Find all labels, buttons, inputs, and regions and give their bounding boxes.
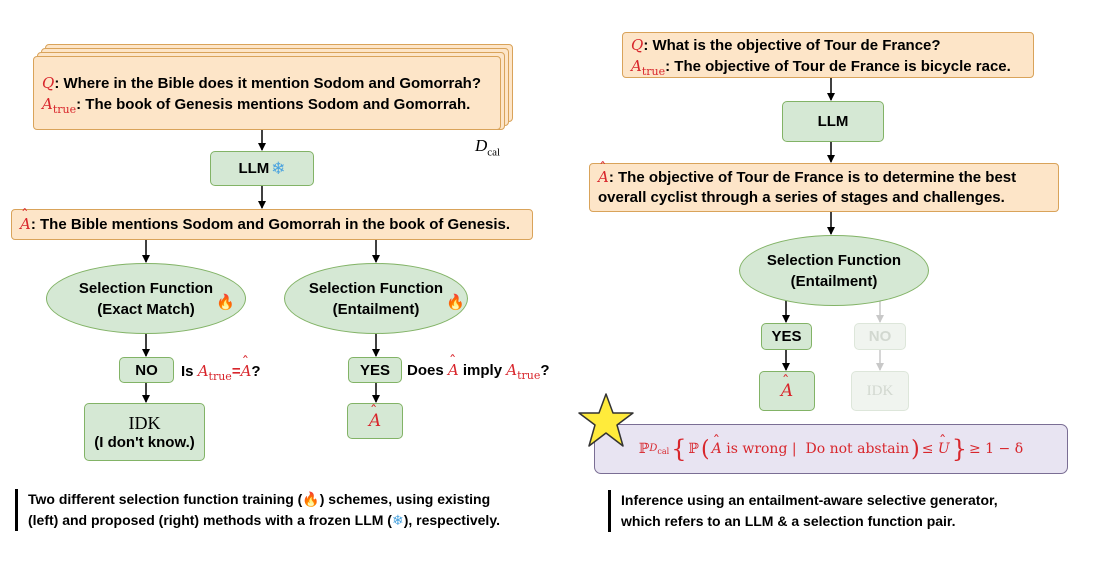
selection-function-entailment-left: Selection Function (Entailment) 🔥 <box>284 263 468 334</box>
generated-answer-box-left: A: The Bible mentions Sodom and Gomorrah… <box>11 205 533 240</box>
sel-func-exact-match: (Exact Match) <box>97 300 195 318</box>
dcal-sub: cal <box>487 146 501 159</box>
fire-icon: 🔥 <box>216 293 236 311</box>
dcal-symbol: D <box>475 136 488 155</box>
left-true-answer: : The book of Genesis mentions Sodom and… <box>76 96 471 113</box>
generated-answer-box-right: A: The objective of Tour de France is to… <box>589 158 1059 212</box>
idk-box-left: IDK (I don't know.) <box>84 403 205 461</box>
right-generated-1: : The objective of Tour de France is to … <box>608 169 1017 186</box>
right-generated-2: overall cyclist through a series of stag… <box>598 189 1005 206</box>
no-box-left: NO <box>119 357 174 383</box>
sel-func-title-mid: Selection Function <box>308 279 444 297</box>
no-box-right-faded: NO <box>854 323 906 350</box>
selection-function-entailment-right: Selection Function (Entailment) <box>739 235 929 306</box>
no-label-left: NO <box>135 361 158 379</box>
sel-func-entailment-right: (Entailment) <box>790 272 878 290</box>
right-true-answer: : The objective of Tour de France is bic… <box>665 58 1011 75</box>
star-icon <box>578 393 634 447</box>
snowflake-icon: ❄ <box>391 512 404 528</box>
right-question-line: Q: What is the objective of Tour de Fran… <box>631 36 941 54</box>
ahat-output-left: A <box>369 402 381 431</box>
a-hat-symbol: A <box>20 205 31 234</box>
right-true-answer-line: Atrue: The objective of Tour de France i… <box>631 57 1011 78</box>
a-true-symbol: A <box>42 95 53 113</box>
idk-note: (I don't know.) <box>94 434 195 451</box>
snowflake-icon: ❄ <box>271 158 286 178</box>
idk-box-right-faded: IDK <box>851 371 909 411</box>
entailment-check: Does A imply Atrue? <box>407 352 550 382</box>
a-true-sub: true <box>52 103 77 116</box>
ahat-box-left: A <box>347 402 403 439</box>
sel-func-title-left: Selection Function <box>78 279 214 297</box>
left-generated-answer: : The Bible mentions Sodom and Gomorrah … <box>30 216 511 233</box>
left-question-line: Q: Where in the Bible does it mention So… <box>42 73 492 94</box>
yes-label-right: YES <box>771 328 802 345</box>
right-question: : What is the objective of Tour de Franc… <box>643 37 941 54</box>
sel-func-title-right: Selection Function <box>766 251 902 269</box>
left-true-answer-line: Atrue: The book of Genesis mentions Sodo… <box>42 94 492 120</box>
idk-label-left: IDK <box>128 413 161 433</box>
yes-label-left: YES <box>359 361 390 379</box>
yes-box-right: YES <box>761 323 812 350</box>
right-qa-box: Q: What is the objective of Tour de Fran… <box>622 32 1034 78</box>
llm-box-right: LLM <box>782 101 884 142</box>
left-question: : Where in the Bible does it mention Sod… <box>54 75 481 92</box>
llm-label-left: LLM <box>238 160 270 177</box>
llm-label-right: LLM <box>817 113 849 130</box>
ahat-output-right: A <box>781 372 793 401</box>
idk-label-right: IDK <box>866 382 894 399</box>
exact-match-check: Is Atrue=A? <box>181 353 261 383</box>
no-label-right: NO <box>868 328 892 345</box>
yes-box-left: YES <box>348 357 402 383</box>
fire-icon: 🔥 <box>302 491 320 507</box>
sel-func-entailment-mid: (Entailment) <box>332 300 420 318</box>
calibration-example-box: Q: Where in the Bible does it mention So… <box>33 56 501 130</box>
caption-right: Inference using an entailment-aware sele… <box>608 490 1068 532</box>
ahat-box-right: A <box>759 371 815 411</box>
caption-left: Two different selection function trainin… <box>15 489 575 531</box>
llm-box-left: LLM ❄ <box>210 151 314 186</box>
fire-icon: 🔥 <box>446 293 466 311</box>
dcal-label: Dcal <box>475 136 500 158</box>
q-symbol: Q <box>42 74 55 92</box>
selection-function-exact-match: Selection Function (Exact Match) 🔥 <box>46 263 246 334</box>
